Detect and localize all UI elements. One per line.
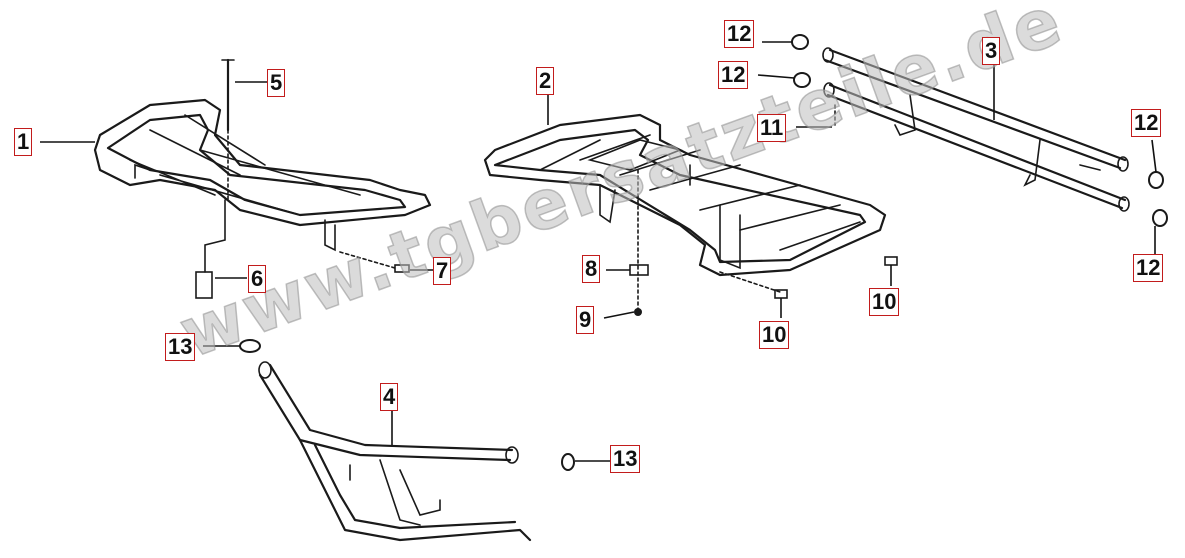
bolt-part-5 xyxy=(221,58,235,201)
callout-12-right-upper: 12 xyxy=(1131,109,1162,137)
caps-part-12 xyxy=(791,34,1168,227)
rear-rack-part-2 xyxy=(483,113,887,277)
callout-10-lower: 10 xyxy=(759,321,790,349)
callout-11: 11 xyxy=(757,114,787,142)
callout-13-right: 13 xyxy=(610,445,641,473)
callout-4: 4 xyxy=(380,383,399,411)
callout-1: 1 xyxy=(14,128,33,156)
callout-3: 3 xyxy=(982,37,1001,65)
callout-9: 9 xyxy=(576,306,595,334)
leader-lines xyxy=(40,41,1157,462)
caps-part-13 xyxy=(239,339,575,471)
callout-12-right-lower: 12 xyxy=(1133,254,1164,282)
rear-bar-part-3 xyxy=(822,47,1130,212)
callout-12-top: 12 xyxy=(724,20,755,48)
front-rack-part-1 xyxy=(93,98,432,299)
callout-5: 5 xyxy=(267,69,286,97)
callout-13-left: 13 xyxy=(165,333,196,361)
callout-6: 6 xyxy=(248,265,267,293)
callout-2: 2 xyxy=(536,67,555,95)
callout-8: 8 xyxy=(582,255,601,283)
front-bumper-part-4 xyxy=(258,361,532,542)
callout-12-second: 12 xyxy=(718,61,749,89)
bolt-part-7 xyxy=(339,251,410,273)
callout-7: 7 xyxy=(433,257,452,285)
callout-10-upper: 10 xyxy=(869,288,900,316)
